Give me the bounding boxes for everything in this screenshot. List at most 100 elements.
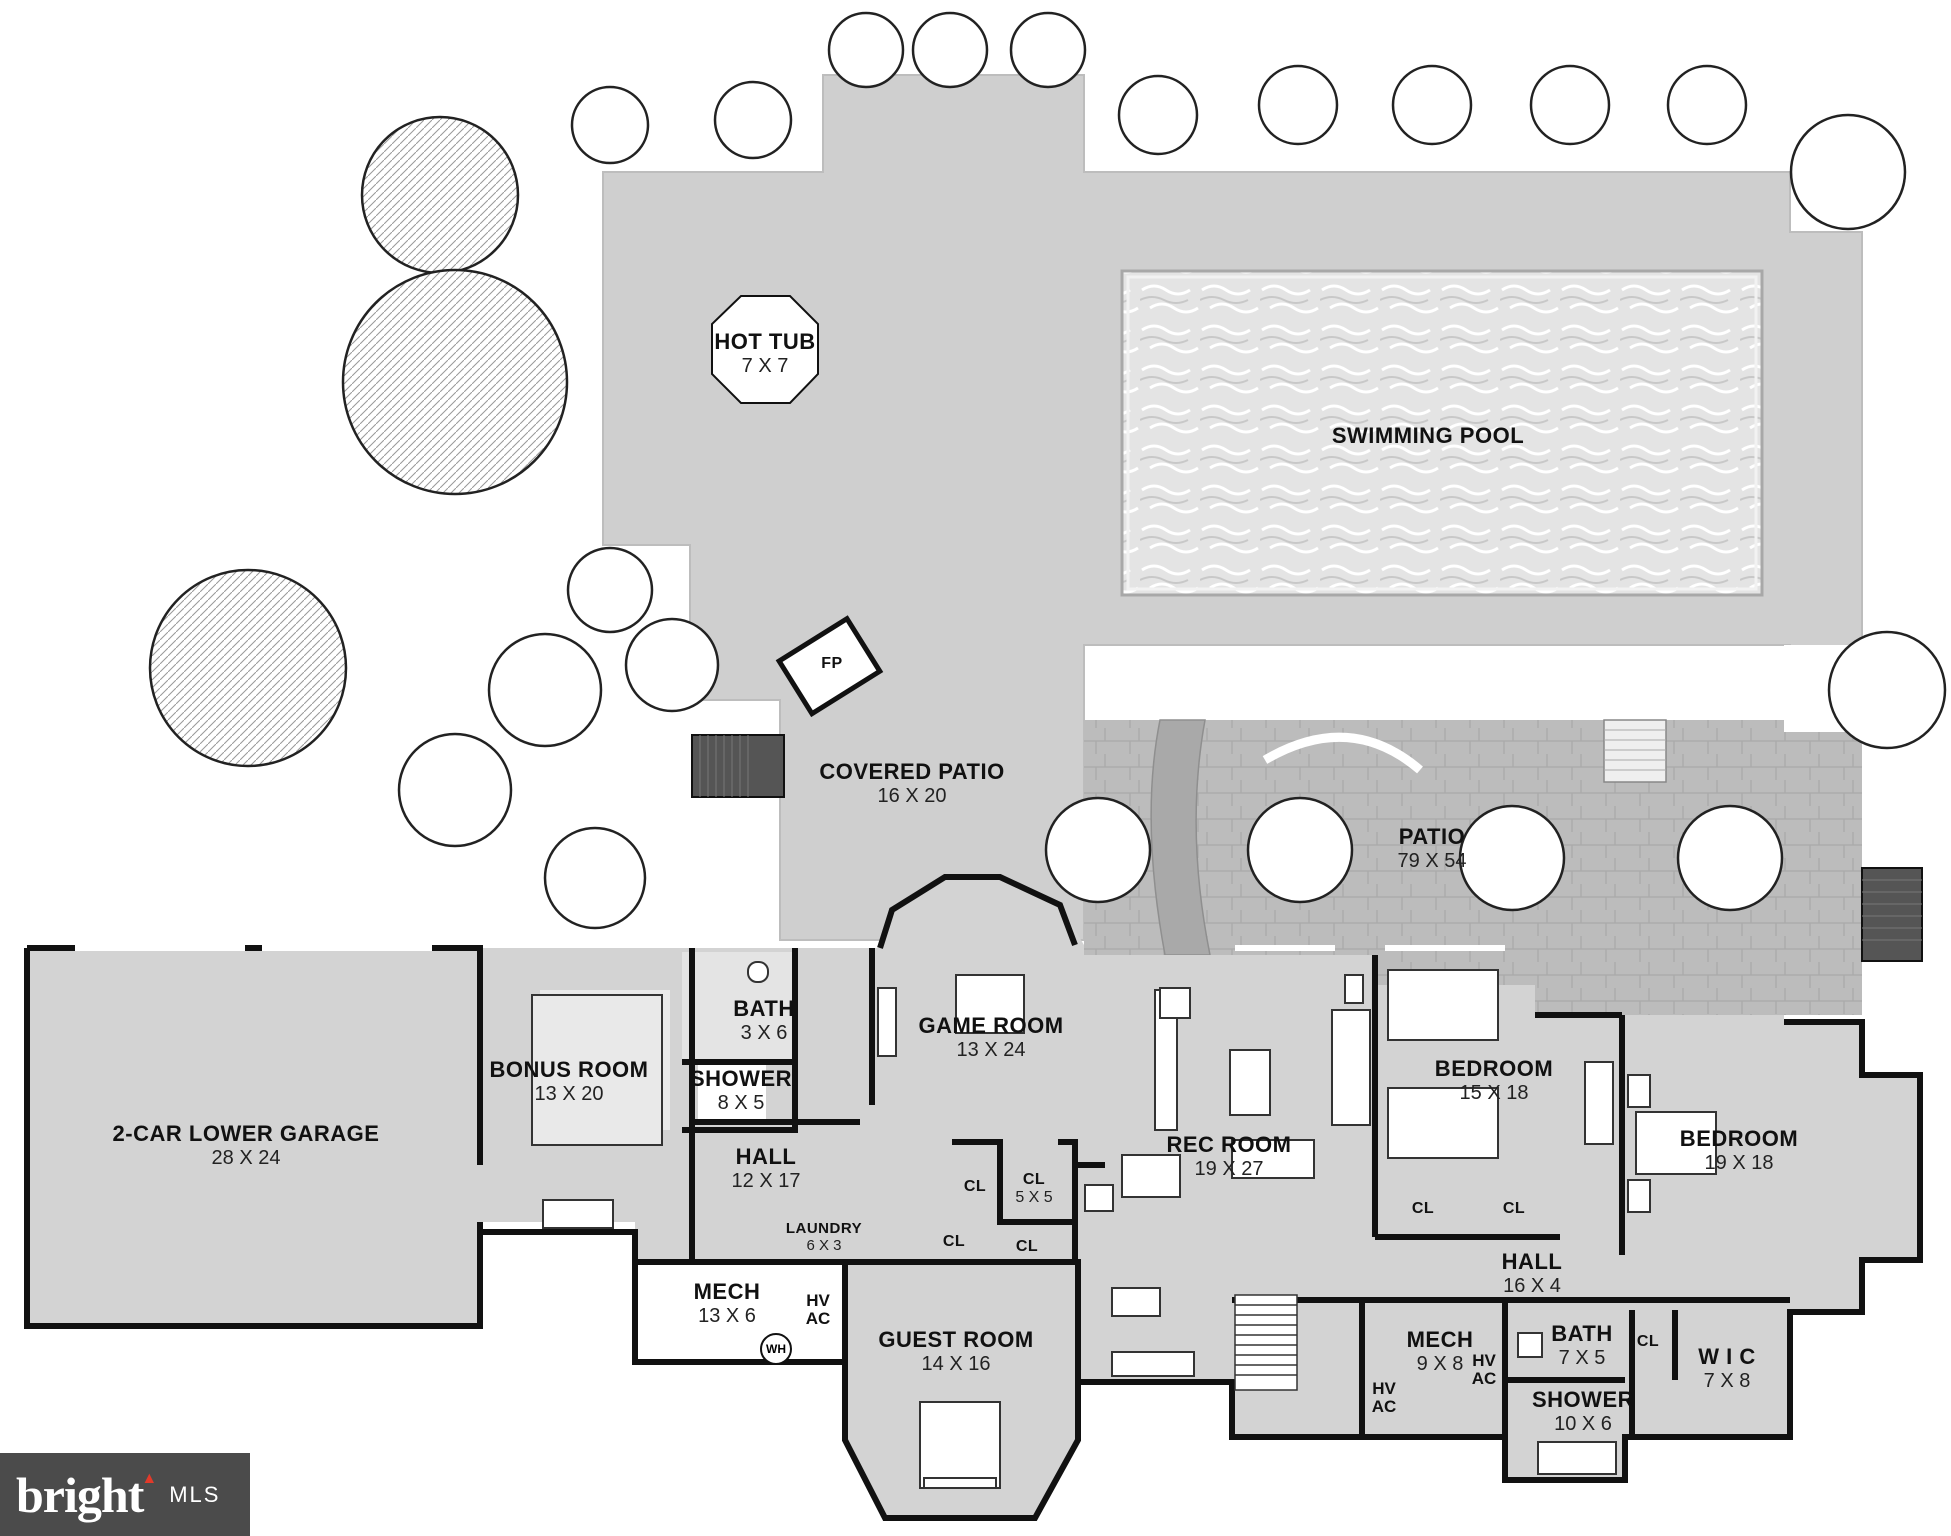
hall-2-label: HALL 16 X 4 xyxy=(1501,1249,1563,1297)
shower-2-label: SHOWER 10 X 6 xyxy=(1532,1387,1634,1435)
watermark-suffix: MLS xyxy=(169,1481,221,1507)
bonus-room-label: BONUS ROOM 13 X 20 xyxy=(489,1057,649,1105)
game-room-dim: 13 X 24 xyxy=(956,1038,1026,1061)
deck-steps-left xyxy=(691,734,785,798)
bath-2-dim: 7 X 5 xyxy=(1558,1346,1606,1369)
mech-1-label: MECH 13 X 6 xyxy=(693,1279,761,1327)
cl-2-name: CL xyxy=(1022,1171,1046,1188)
hvac-tag-1: HV AC xyxy=(806,1292,831,1328)
bedroom-2-label: BEDROOM 19 X 18 xyxy=(1679,1126,1799,1174)
bath-1-name: BATH xyxy=(733,996,795,1021)
fp-label: FP xyxy=(821,655,842,673)
hall-1-dim: 12 X 17 xyxy=(731,1169,801,1192)
cl-bed-b-label: CL xyxy=(1503,1200,1525,1218)
hot-tub-dim: 7 X 7 xyxy=(741,354,789,377)
shower-1-label: SHOWER 8 X 5 xyxy=(690,1066,792,1114)
hall-2-name: HALL xyxy=(1501,1249,1563,1274)
bedroom-1-name: BEDROOM xyxy=(1434,1056,1554,1081)
garage-walls xyxy=(24,948,483,1329)
pool-surface xyxy=(1120,269,1764,597)
covered-patio-label: COVERED PATIO 16 X 20 xyxy=(819,759,1004,807)
cl-4-label: CL xyxy=(1016,1238,1038,1256)
shower-2-dim: 10 X 6 xyxy=(1554,1412,1612,1435)
deck-steps-right xyxy=(1861,867,1923,962)
cl-1-name: CL xyxy=(963,1178,987,1195)
wic-label: W I C 7 X 8 xyxy=(1698,1344,1756,1392)
hvac-tag-2-hv: HV xyxy=(1472,1351,1496,1370)
watermark-brand: bright xyxy=(16,1466,144,1523)
game-room-label: GAME ROOM 13 X 24 xyxy=(918,1013,1064,1061)
laundry-label: LAUNDRY 6 X 3 xyxy=(785,1220,863,1255)
patio-dim: 79 X 54 xyxy=(1397,849,1467,872)
bonus-room-dim: 13 X 20 xyxy=(534,1082,604,1105)
bedroom-2-name: BEDROOM xyxy=(1679,1126,1799,1151)
mech-2-label: MECH 9 X 8 xyxy=(1406,1327,1474,1375)
swimming-pool-label: SWIMMING POOL xyxy=(1331,423,1525,449)
bath-1-label: BATH 3 X 6 xyxy=(733,996,795,1044)
guest-room-label: GUEST ROOM 14 X 16 xyxy=(878,1327,1034,1375)
game-room-name: GAME ROOM xyxy=(918,1013,1064,1038)
hvac-tag-2-ac: AC xyxy=(1471,1368,1497,1388)
hvac-tag-3-hv: HV xyxy=(1372,1379,1396,1398)
cl-4-name: CL xyxy=(1015,1238,1039,1255)
hall-1-label: HALL 12 X 17 xyxy=(731,1144,801,1192)
laundry-name: LAUNDRY xyxy=(785,1220,863,1237)
cl-2-dim: 5 X 5 xyxy=(1015,1188,1053,1206)
fireplace xyxy=(775,615,884,718)
shower-1-dim: 8 X 5 xyxy=(717,1091,765,1114)
bedroom-1-dim: 15 X 18 xyxy=(1459,1081,1529,1104)
hot-tub-label: HOT TUB 7 X 7 xyxy=(714,329,815,377)
cl-5-label: CL xyxy=(1637,1333,1659,1351)
cl-2-label: CL 5 X 5 xyxy=(1015,1171,1052,1207)
bedroom-2-dim: 19 X 18 xyxy=(1704,1151,1774,1174)
shower-1-name: SHOWER xyxy=(690,1066,792,1091)
rec-room-name: REC ROOM xyxy=(1166,1132,1292,1157)
hot-tub-shape xyxy=(711,295,819,404)
bedroom-1-label: BEDROOM 15 X 18 xyxy=(1434,1056,1554,1104)
garage-name: 2-CAR LOWER GARAGE xyxy=(112,1121,380,1146)
bath-2-name: BATH xyxy=(1551,1321,1613,1346)
patio-name: PATIO xyxy=(1398,824,1466,849)
trees xyxy=(148,11,1947,930)
patio-label: PATIO 79 X 54 xyxy=(1397,824,1467,872)
shower-2-name: SHOWER xyxy=(1532,1387,1634,1412)
mech-1-name: MECH xyxy=(693,1279,761,1304)
rec-room-label: REC ROOM 19 X 27 xyxy=(1166,1132,1292,1180)
swimming-pool-name: SWIMMING POOL xyxy=(1331,423,1525,448)
water-heater-symbol: WH xyxy=(760,1333,792,1365)
mech-2-dim: 9 X 8 xyxy=(1416,1352,1464,1375)
wic-dim: 7 X 8 xyxy=(1703,1369,1751,1392)
patio-stairs xyxy=(1603,719,1667,783)
cl-bed-b-name: CL xyxy=(1502,1200,1526,1217)
furniture xyxy=(531,961,1717,1489)
hvac-tag-2: HV AC xyxy=(1472,1352,1497,1388)
laundry-dim: 6 X 3 xyxy=(806,1236,842,1254)
covered-patio-dim: 16 X 20 xyxy=(877,784,947,807)
hvac-tag-3-ac: AC xyxy=(1371,1396,1397,1416)
bath-1-dim: 3 X 6 xyxy=(740,1021,788,1044)
hvac-tag-1-hv: HV xyxy=(806,1291,830,1310)
hvac-tag-3: HV AC xyxy=(1372,1380,1397,1416)
mech-2-name: MECH xyxy=(1406,1327,1474,1352)
stairs xyxy=(1234,1294,1298,1391)
cl-1-label: CL xyxy=(964,1178,986,1196)
garage-dim: 28 X 24 xyxy=(211,1146,281,1169)
hall-1-name: HALL xyxy=(735,1144,797,1169)
fp-name: FP xyxy=(821,655,843,672)
brightmls-watermark: bright ▲ MLS xyxy=(0,1453,250,1536)
cl-3-name: CL xyxy=(942,1233,966,1250)
bonus-room-name: BONUS ROOM xyxy=(489,1057,649,1082)
cl-bed-a-label: CL xyxy=(1412,1200,1434,1218)
cl-bed-a-name: CL xyxy=(1411,1200,1435,1217)
guest-room-dim: 14 X 16 xyxy=(921,1352,991,1375)
wic-name: W I C xyxy=(1698,1344,1756,1369)
hvac-tag-1-ac: AC xyxy=(805,1308,831,1328)
garage-door xyxy=(75,945,245,951)
mech-1-dim: 13 X 6 xyxy=(698,1304,756,1327)
cl-5-name: CL xyxy=(1636,1333,1660,1350)
bath-2-label: BATH 7 X 5 xyxy=(1551,1321,1613,1369)
guest-room-name: GUEST ROOM xyxy=(878,1327,1034,1352)
hall-2-dim: 16 X 4 xyxy=(1503,1274,1561,1297)
watermark-accent-icon: ▲ xyxy=(141,1469,158,1487)
